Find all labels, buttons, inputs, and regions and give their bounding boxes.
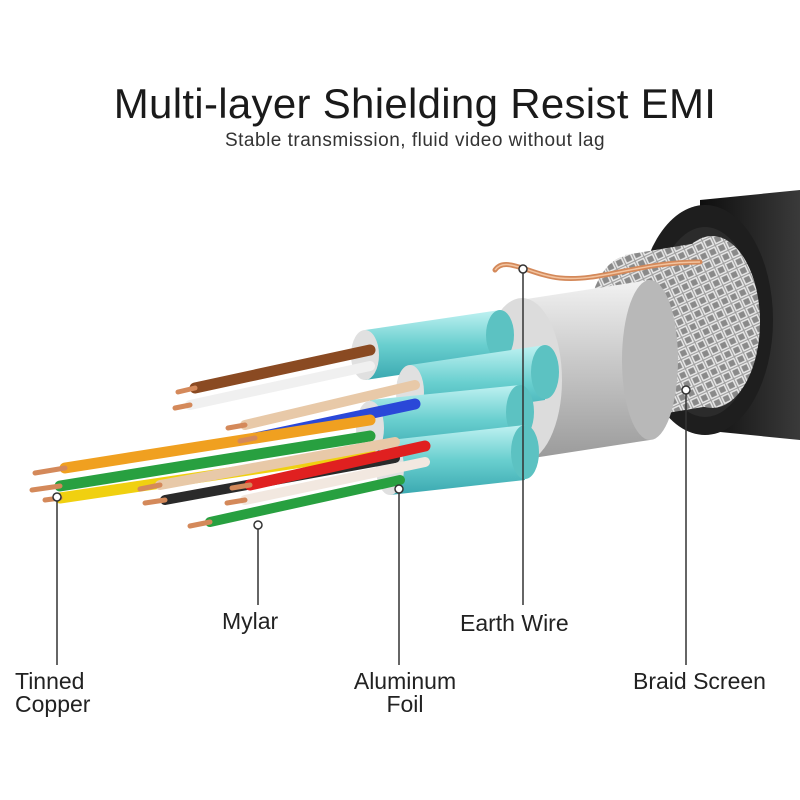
callout-lines xyxy=(56,272,687,665)
label-mylar: Mylar xyxy=(222,608,279,634)
label-tinned-copper: Tinned Copper xyxy=(15,668,91,717)
label-earth-wire: Earth Wire xyxy=(460,610,569,636)
callout-dots xyxy=(52,264,691,530)
conductor-wires xyxy=(54,344,431,527)
label-aluminum-foil: Aluminum Foil xyxy=(353,668,457,717)
page-subtitle: Stable transmission, fluid video without… xyxy=(224,130,606,151)
label-braid-screen: Braid Screen xyxy=(633,668,766,694)
page-title: Multi-layer Shielding Resist EMI xyxy=(113,80,717,127)
